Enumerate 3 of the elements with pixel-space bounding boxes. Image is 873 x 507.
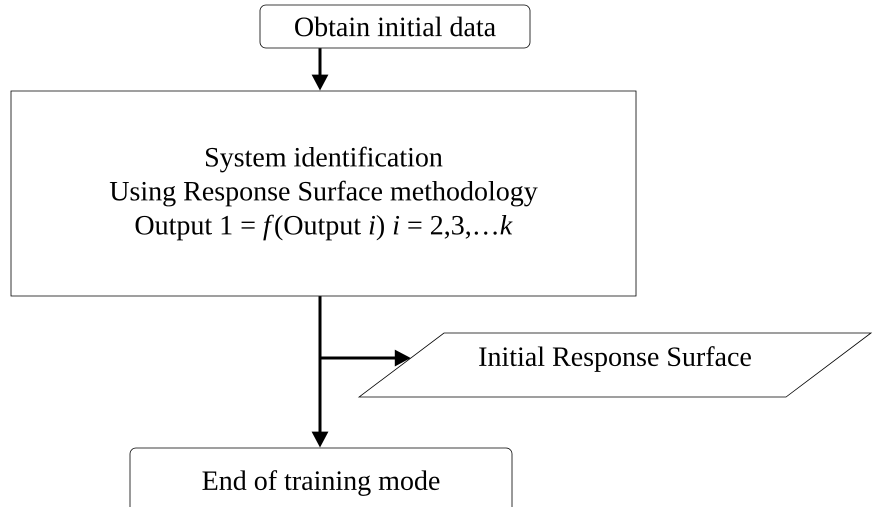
process-box: End of training mode bbox=[130, 448, 512, 507]
process-box: Obtain initial data bbox=[260, 4, 530, 48]
process-box: System identification Using Response Surface methodology Output 1 = f(Output i) i = 2,3,…k bbox=[10, 90, 636, 296]
